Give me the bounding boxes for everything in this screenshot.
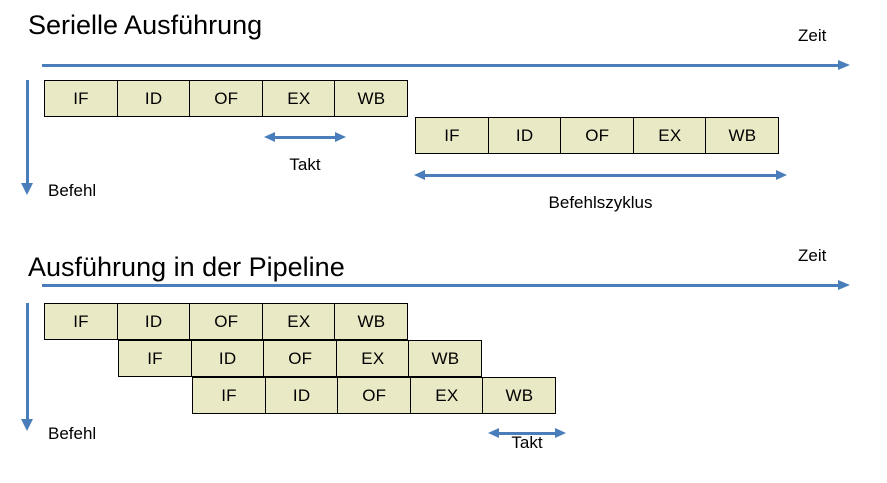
pipeline-time-axis-label: Zeit xyxy=(798,246,827,265)
stage-cell: ID xyxy=(116,303,191,340)
serial-instruction-axis-arrowhead-icon xyxy=(21,183,33,195)
stage-cell: OF xyxy=(263,340,338,377)
pipeline-instruction-row-1: IF ID OF EX WB xyxy=(44,303,409,340)
pipeline-instruction-axis-arrowhead-icon xyxy=(21,419,33,431)
arrowhead-left-icon xyxy=(264,132,275,142)
stage-cell: OF xyxy=(189,80,264,117)
measure-line xyxy=(423,174,778,177)
measure-line xyxy=(497,432,557,435)
pipeline-instruction-axis-label: Befehl xyxy=(48,424,97,443)
pipeline-time-axis-arrow xyxy=(42,280,850,292)
serial-befehlszyklus-label: Befehlszyklus xyxy=(548,193,653,212)
serial-takt-measure-arrow xyxy=(264,132,346,143)
serial-instruction-row-1: IF ID OF EX WB xyxy=(44,80,409,117)
stage-cell: IF xyxy=(44,80,118,117)
pipeline-instruction-axis-line xyxy=(26,303,29,421)
stage-cell: EX xyxy=(335,340,410,377)
arrowhead-right-icon xyxy=(555,428,566,438)
stage-cell: ID xyxy=(190,340,265,377)
serial-section-title: Serielle Ausführung xyxy=(28,10,263,40)
pipeline-time-axis-arrowhead-icon xyxy=(838,280,850,290)
measure-line xyxy=(273,136,337,139)
serial-instruction-axis-line xyxy=(26,80,29,185)
serial-time-axis-label: Zeit xyxy=(798,26,827,45)
pipeline-execution-section: Ausführung in der Pipeline Zeit Befehl I… xyxy=(0,242,887,483)
arrowhead-left-icon xyxy=(414,170,425,180)
pipeline-takt-label: Takt xyxy=(511,433,543,452)
stage-cell: EX xyxy=(632,117,707,154)
pipeline-instruction-row-3: IF ID OF EX WB xyxy=(192,377,557,414)
serial-execution-section: Serielle Ausführung Zeit Befehl IF ID OF… xyxy=(21,10,850,212)
arrowhead-right-icon xyxy=(335,132,346,142)
stage-cell: EX xyxy=(261,303,336,340)
serial-instruction-axis-label: Befehl xyxy=(48,181,97,200)
serial-takt-label: Takt xyxy=(289,155,321,174)
stage-cell: ID xyxy=(264,377,339,414)
pipeline-section-title: Ausführung in der Pipeline xyxy=(28,252,345,282)
stage-cell: OF xyxy=(560,117,635,154)
pipeline-takt-measure-arrow xyxy=(488,428,566,439)
stage-cell: ID xyxy=(487,117,562,154)
serial-time-axis-arrowhead-icon xyxy=(838,60,850,70)
stage-cell: OF xyxy=(337,377,412,414)
serial-instruction-row-2: IF ID OF EX WB xyxy=(415,117,780,154)
serial-instruction-axis-arrow xyxy=(21,80,34,195)
stage-cell: WB xyxy=(334,303,409,340)
stage-cell: WB xyxy=(408,340,483,377)
stage-cell: WB xyxy=(334,80,409,117)
serial-time-axis-arrow xyxy=(42,60,850,72)
pipeline-instruction-axis-arrow xyxy=(21,303,34,431)
stage-cell: WB xyxy=(705,117,780,154)
stage-cell: EX xyxy=(409,377,484,414)
stage-cell: EX xyxy=(261,80,336,117)
pipeline-instruction-row-2: IF ID OF EX WB xyxy=(118,340,483,377)
stage-cell: IF xyxy=(44,303,118,340)
stage-cell: IF xyxy=(415,117,489,154)
arrowhead-right-icon xyxy=(776,170,787,180)
stage-cell: IF xyxy=(192,377,266,414)
stage-cell: OF xyxy=(189,303,264,340)
stage-cell: WB xyxy=(482,377,557,414)
arrowhead-left-icon xyxy=(488,428,499,438)
stage-cell: ID xyxy=(116,80,191,117)
stage-cell: IF xyxy=(118,340,192,377)
serial-time-axis-line xyxy=(42,64,840,67)
serial-befehlszyklus-measure-arrow xyxy=(414,170,787,181)
pipeline-time-axis-line xyxy=(42,284,840,287)
